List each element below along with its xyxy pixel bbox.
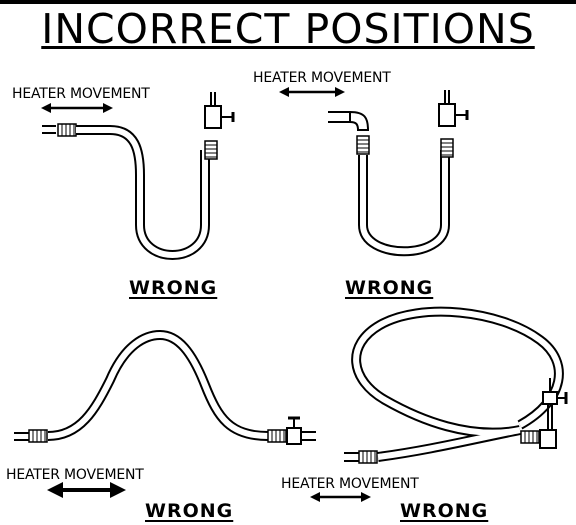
top-rule [0, 0, 576, 4]
panel-4-movement-label: HEATER MOVEMENT [281, 476, 419, 492]
panel-1-movement-label: HEATER MOVEMENT [12, 86, 150, 102]
panel-4-verdict: WRONG [400, 500, 489, 522]
panel-3-diagram [14, 329, 316, 498]
panel-1-verdict: WRONG [129, 277, 218, 299]
panel-2-verdict: WRONG [345, 277, 434, 299]
panel-4-diagram [310, 306, 568, 502]
page-title: INCORRECT POSITIONS [41, 5, 535, 53]
panel-3-verdict: WRONG [145, 500, 234, 522]
panel-2-diagram [279, 87, 469, 257]
panel-1-diagram [41, 90, 235, 260]
panel-3-movement-label: HEATER MOVEMENT [6, 467, 144, 483]
panel-2-movement-label: HEATER MOVEMENT [253, 70, 391, 86]
